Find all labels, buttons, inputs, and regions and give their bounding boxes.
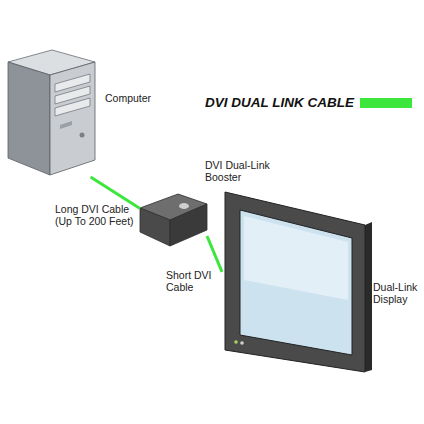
- booster-box: [179, 203, 189, 209]
- display-monitor: [365, 222, 372, 372]
- booster-node: DVI Dual-Link Booster: [140, 192, 207, 247]
- display-monitor: [225, 192, 372, 372]
- booster-box: [140, 194, 207, 246]
- booster-box: [170, 204, 207, 246]
- computer-tower: [8, 50, 95, 175]
- computer-tower: [55, 98, 90, 116]
- computer-tower: [50, 62, 95, 175]
- device-label: Dual-Link Display: [373, 281, 423, 305]
- cable-label: Short DVI Cable: [166, 269, 221, 293]
- display-monitor: [240, 210, 352, 355]
- computer-tower: [80, 133, 85, 138]
- dvi-cable: [207, 236, 222, 272]
- legend-swatch: [360, 98, 412, 108]
- cable-label: Long DVI Cable (Up To 200 Feet): [55, 203, 145, 227]
- computer-node: Computer: [5, 50, 97, 177]
- display-monitor: [234, 340, 238, 344]
- display-monitor: [240, 341, 244, 345]
- display-node: Dual-Link Display: [222, 190, 372, 372]
- display-monitor: [244, 216, 348, 300]
- booster-box: [140, 208, 170, 246]
- display-monitor: [225, 192, 365, 372]
- device-label: Computer: [105, 92, 175, 104]
- computer-tower: [60, 121, 72, 129]
- legend-text: DVI DUAL LINK CABLE: [205, 95, 354, 110]
- device-label: DVI Dual-Link Booster: [205, 159, 285, 183]
- computer-tower: [8, 62, 50, 175]
